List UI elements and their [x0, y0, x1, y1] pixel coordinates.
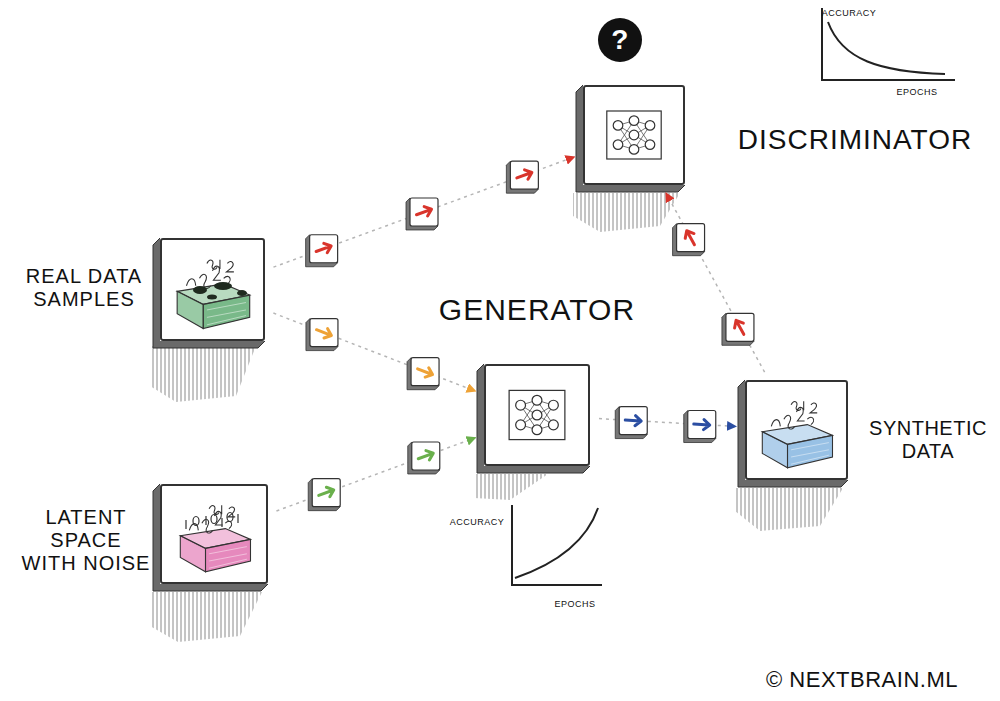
arrow-tile	[506, 161, 538, 193]
arrow-tile	[722, 313, 754, 345]
connector	[273, 157, 574, 267]
label-holder: EPOCHS	[554, 599, 595, 609]
axis-label: ACCURACY	[450, 517, 505, 527]
arrow-tile	[407, 358, 439, 390]
node-heading: GENERATOR	[422, 293, 652, 328]
gan-block: DISCRIMINATOR	[583, 85, 685, 185]
label-holder: EPOCHS	[896, 87, 937, 97]
label-holder: ACCURACY	[450, 517, 505, 527]
node-heading: DISCRIMINATOR	[720, 124, 990, 156]
arrow-tile	[684, 411, 716, 443]
arrow-tile	[673, 224, 705, 256]
node-heading: LATENT SPACE WITH NOISE	[21, 506, 151, 575]
label-holder: DISCRIMINATOR	[720, 124, 990, 156]
connector-group	[599, 407, 736, 443]
axis-label: ACCURACY	[822, 8, 877, 18]
gan-block: LATENT SPACE WITH NOISE	[160, 484, 268, 584]
label-holder: REAL DATA SAMPLES	[19, 265, 149, 311]
arrow-tile	[406, 198, 438, 230]
label-holder: ?	[611, 24, 629, 56]
arrow-tile	[306, 319, 338, 351]
label-holder: © NEXTBRAIN.ML	[766, 667, 958, 692]
arrow-tile	[308, 479, 340, 511]
label-holder: SYNTHETIC DATA	[863, 417, 993, 463]
connector-group	[276, 438, 475, 511]
label-holder: GENERATOR	[422, 293, 652, 328]
gan-block: GENERATOR	[484, 364, 590, 466]
node-heading: REAL DATA SAMPLES	[19, 265, 149, 311]
connector	[666, 193, 765, 372]
arrow-tile	[306, 235, 338, 267]
arrow-tile	[615, 407, 647, 439]
gan-block: SYNTHETIC DATA	[745, 380, 848, 480]
connector-group	[666, 193, 765, 372]
axis-label: EPOCHS	[554, 599, 595, 609]
question-mark: ?	[611, 24, 629, 56]
connector	[276, 438, 475, 511]
copyright-notice: © NEXTBRAIN.ML	[766, 667, 958, 692]
label-holder: ACCURACY	[822, 8, 877, 18]
arrow-tile	[408, 442, 440, 474]
gan-block: REAL DATA SAMPLES	[160, 238, 265, 341]
node-heading: SYNTHETIC DATA	[863, 417, 993, 463]
connector-group	[273, 157, 574, 267]
label-holder: LATENT SPACE WITH NOISE	[21, 506, 151, 575]
axis-label: EPOCHS	[896, 87, 937, 97]
